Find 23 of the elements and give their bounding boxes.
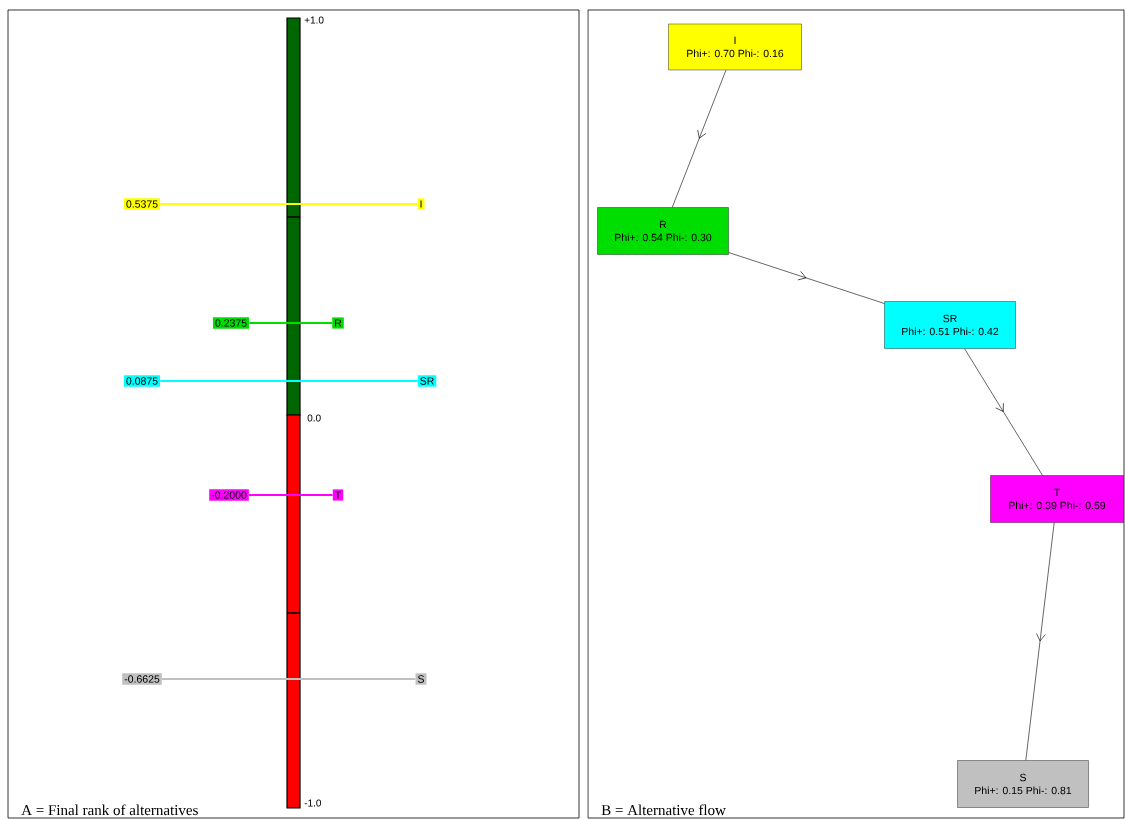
alternative-box: SR Phi+: 0.51 Phi-: 0.42 (884, 301, 1016, 349)
connector-line (161, 678, 417, 680)
scale-label: -1.0 (304, 799, 322, 807)
connector-line (159, 203, 419, 205)
value-tag: 0.5375 (123, 198, 161, 210)
connector-line (248, 322, 333, 324)
value-tag: S (415, 673, 427, 685)
value-tag: 0.0875 (123, 375, 161, 387)
value-tag: -0.2000 (209, 489, 249, 501)
value-tag: T (332, 489, 344, 501)
connector-line (159, 380, 419, 382)
value-tag: SR (417, 375, 437, 387)
alternative-box: I Phi+: 0.70 Phi-: 0.16 (668, 23, 802, 71)
value-tag: -0.6625 (122, 673, 162, 685)
alternative-box: T Phi+: 0.39 Phi-: 0.59 (990, 475, 1124, 523)
scale-label: +1.0 (304, 16, 324, 24)
alternative-box: S Phi+: 0.15 Phi-: 0.81 (957, 760, 1089, 808)
alternative-box: R Phi+: 0.54 Phi-: 0.30 (597, 207, 729, 255)
scale-label: 0.0 (307, 414, 321, 422)
connector-line (248, 494, 334, 496)
value-tag: I (417, 198, 425, 210)
value-tag: 0.2375 (212, 317, 250, 329)
value-tag: R (332, 317, 344, 329)
